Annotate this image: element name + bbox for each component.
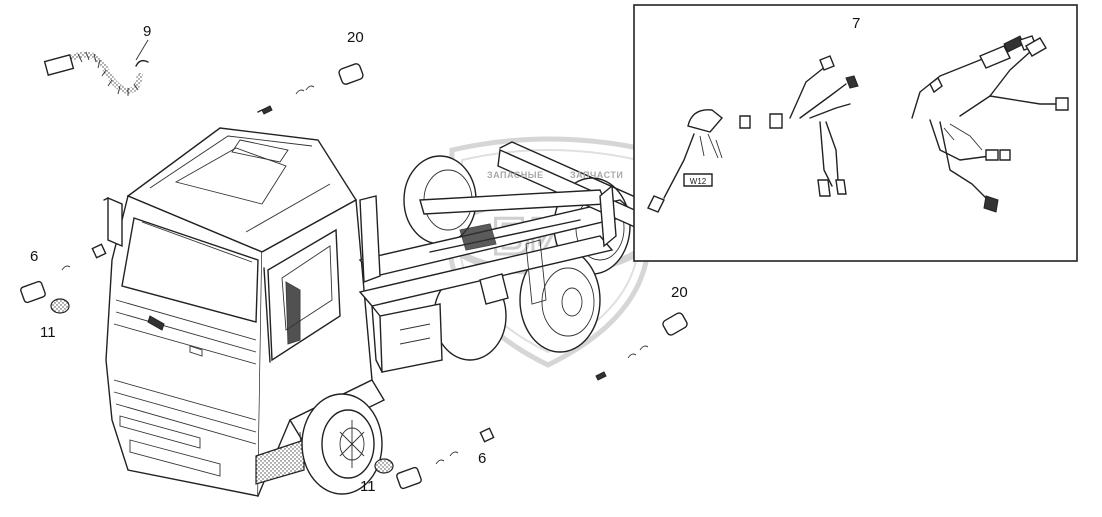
callout-part-20-right: 20 (671, 284, 688, 301)
inset-tag-label: W12 (690, 177, 707, 186)
callout-part-20-top: 20 (347, 29, 364, 46)
part-9-braided-cable (43, 51, 149, 96)
callout-part-9: 9 (143, 23, 152, 40)
part-11-bottom-sleeve (374, 458, 394, 474)
part-6-left-sensor (20, 243, 107, 304)
part-6-bottom-sensor (396, 427, 495, 490)
truck-chassis (358, 141, 661, 373)
part-20-right-sensor (595, 312, 688, 381)
part-11-left-sleeve (50, 298, 70, 314)
callout-part-6-bottom: 6 (478, 450, 487, 467)
watermark-text-right: ЗАПЧАСТИ (570, 170, 624, 180)
callout-part-7: 7 (852, 15, 861, 32)
callout-part-6-left: 6 (30, 248, 39, 265)
front-wheel (301, 393, 383, 495)
leader-lines (135, 39, 149, 61)
callout-part-11-bottom: 11 (360, 478, 376, 495)
part-20-top-sensor (257, 63, 364, 115)
part-7-wiring-harness: W12 (647, 35, 1069, 213)
watermark-text-left: ЗАПАСНЫЕ (487, 170, 544, 180)
truck-cab (103, 127, 385, 497)
callout-part-11-left: 11 (40, 324, 56, 341)
